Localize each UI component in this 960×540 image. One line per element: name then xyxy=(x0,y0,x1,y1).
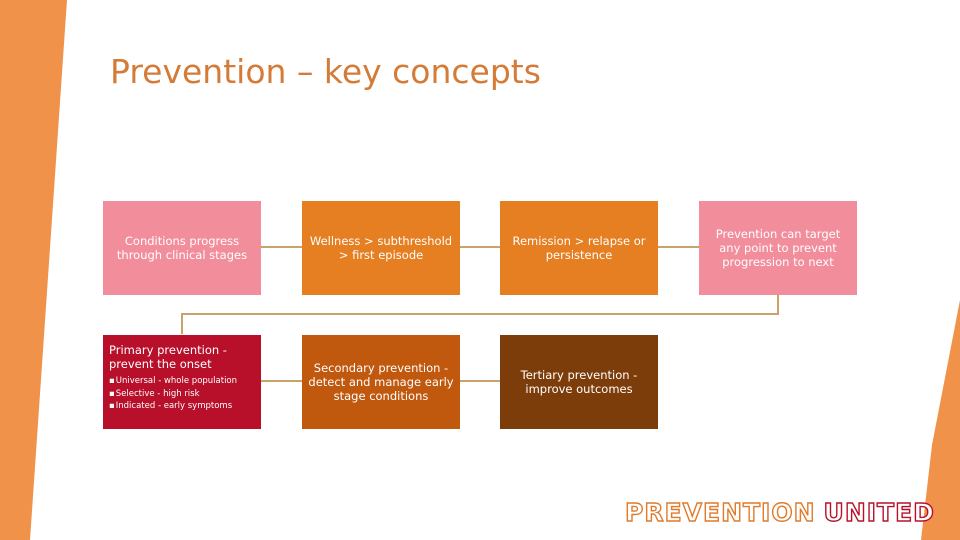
stage-box-target: Prevention can target any point to preve… xyxy=(699,201,857,295)
secondary-prevention-text: Secondary prevention - detect and manage… xyxy=(308,361,454,403)
logo-word-united: UNITED xyxy=(823,497,935,527)
primary-prevention-box: Primary prevention - prevent the onset U… xyxy=(103,335,261,429)
stage-box-wellness: Wellness > subthreshold > first episode xyxy=(302,201,460,295)
list-item: Universal - whole population xyxy=(109,375,237,388)
list-item: Indicated - early symptoms xyxy=(109,400,237,413)
primary-prevention-list: Universal - whole population Selective -… xyxy=(109,375,237,413)
logo-word-prevention: PREVENTION xyxy=(624,497,816,527)
stage-box-remission-text: Remission > relapse or persistence xyxy=(512,234,646,262)
secondary-prevention-box: Secondary prevention - detect and manage… xyxy=(302,335,460,429)
stage-box-remission: Remission > relapse or persistence xyxy=(500,201,658,295)
tertiary-prevention-box: Tertiary prevention - improve outcomes xyxy=(500,335,658,429)
list-item: Selective - high risk xyxy=(109,388,237,401)
tertiary-prevention-text: Tertiary prevention - improve outcomes xyxy=(520,368,638,396)
primary-prevention-heading: Primary prevention - prevent the onset xyxy=(109,343,227,371)
stage-box-progression: Conditions progress through clinical sta… xyxy=(103,201,261,295)
slide-title: Prevention – key concepts xyxy=(110,52,541,91)
stage-box-progression-text: Conditions progress through clinical sta… xyxy=(116,234,248,262)
stage-box-wellness-text: Wellness > subthreshold > first episode xyxy=(309,234,453,262)
stage-box-target-text: Prevention can target any point to preve… xyxy=(715,227,841,269)
